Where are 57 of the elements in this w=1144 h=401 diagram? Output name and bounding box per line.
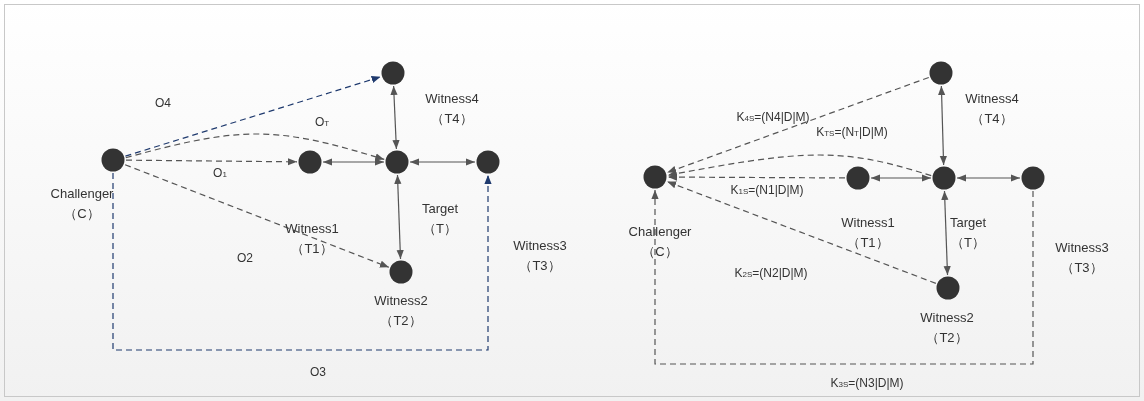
node-label: （T） <box>423 220 457 238</box>
node-label: Witness4 <box>965 90 1019 108</box>
arrow <box>651 189 1034 365</box>
arrow <box>870 174 932 182</box>
arrow <box>941 190 951 276</box>
arrow <box>112 172 492 351</box>
node-label: （T2） <box>926 329 968 347</box>
node-label: （C） <box>642 243 678 261</box>
arrow <box>390 85 400 150</box>
circle-node <box>936 276 960 300</box>
node-label: Witness1 <box>841 214 895 232</box>
node-label: Witness3 <box>513 237 567 255</box>
edge-label: O3 <box>309 365 327 379</box>
node-label: （T2） <box>380 312 422 330</box>
arrow <box>666 76 930 174</box>
edge-label: O2 <box>236 251 254 265</box>
arrow <box>322 158 385 166</box>
circle-node <box>929 61 953 85</box>
arrow <box>956 174 1021 182</box>
node-label: （T3） <box>1061 259 1103 277</box>
arrow <box>409 158 476 166</box>
circle-node <box>476 150 500 174</box>
circle-node <box>846 166 870 190</box>
circle-node <box>101 148 125 172</box>
circle-node <box>298 150 322 174</box>
node-label: （T） <box>951 234 985 252</box>
node-label: （T1） <box>291 240 333 258</box>
circle-node <box>385 150 409 174</box>
arrow <box>124 76 382 157</box>
node-label: Witness1 <box>285 220 339 238</box>
circle-node <box>932 166 956 190</box>
node-label: Witness2 <box>374 292 428 310</box>
arrow <box>667 173 846 181</box>
node-label: Witness2 <box>920 309 974 327</box>
circle-node <box>381 61 405 85</box>
node-label: Challenger <box>628 223 692 241</box>
arrow <box>394 174 404 260</box>
arrow <box>667 154 932 178</box>
arrow <box>125 158 298 166</box>
node-label: Challenger <box>50 185 114 203</box>
node-label: Target <box>949 214 987 232</box>
arrow <box>125 133 385 161</box>
node-label: （T3） <box>519 257 561 275</box>
circle-node <box>643 165 667 189</box>
node-label: Target <box>421 200 459 218</box>
node-label: （C） <box>64 205 100 223</box>
arrow <box>666 181 937 284</box>
arrow <box>938 85 947 166</box>
arrow <box>124 164 390 268</box>
circle-node <box>1021 166 1045 190</box>
edge-label: O4 <box>154 96 172 110</box>
node-label: （T4） <box>971 110 1013 128</box>
node-label: （T1） <box>847 234 889 252</box>
node-label: Witness3 <box>1055 239 1109 257</box>
node-label: Witness4 <box>425 90 479 108</box>
circle-node <box>389 260 413 284</box>
node-label: （T4） <box>431 110 473 128</box>
